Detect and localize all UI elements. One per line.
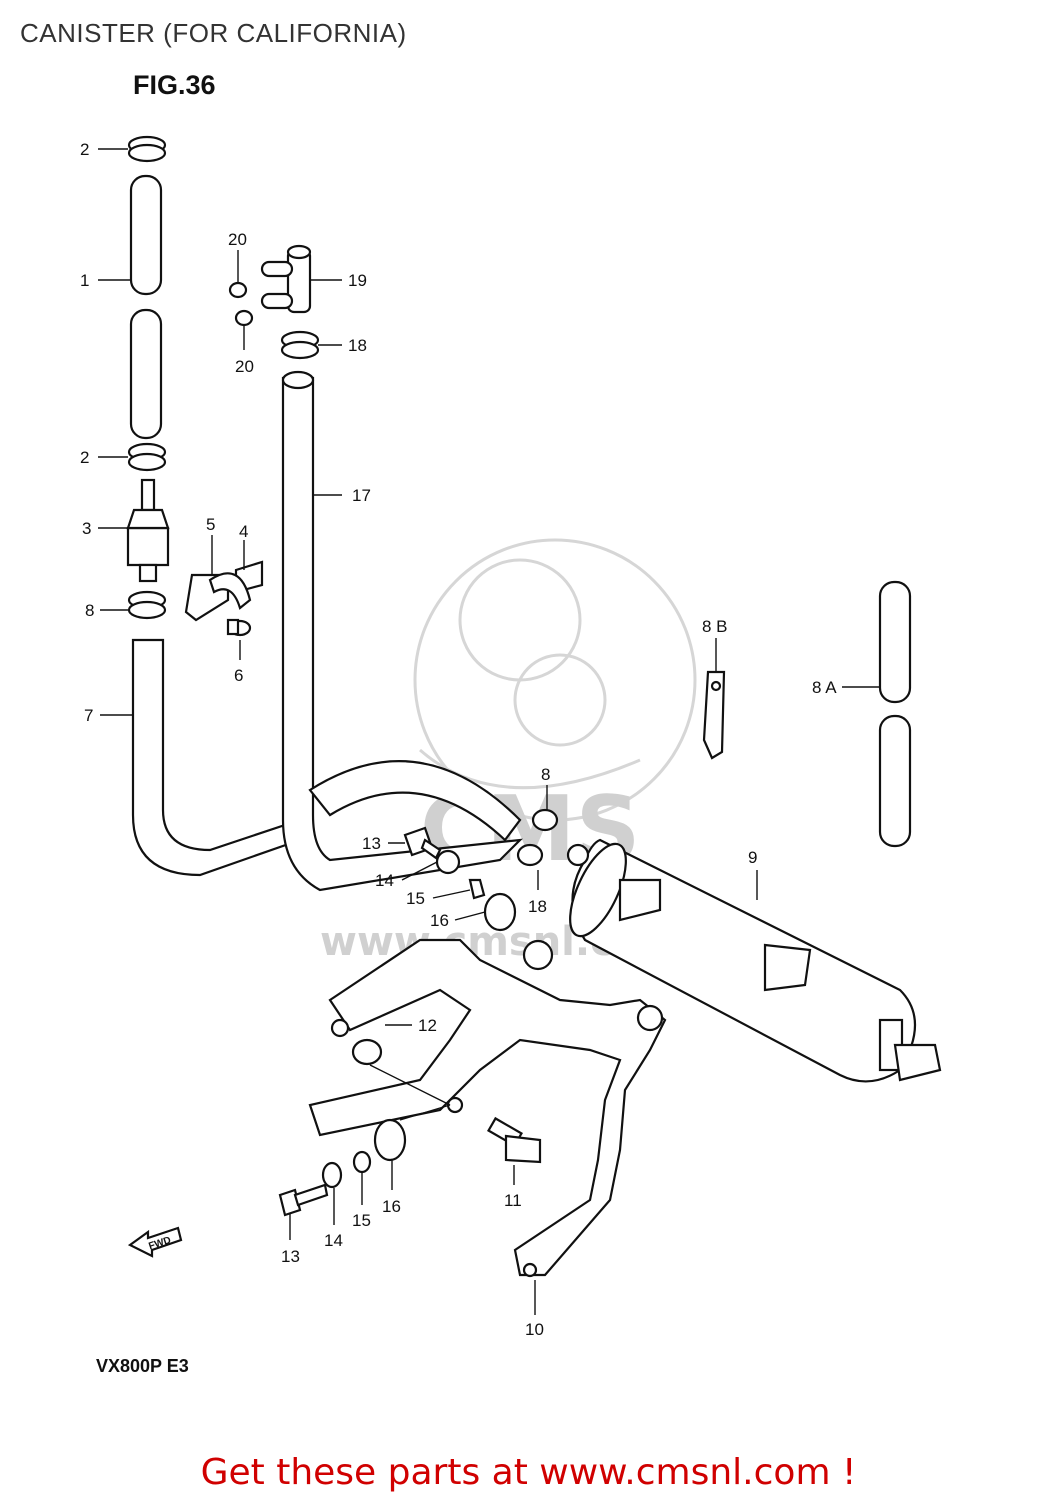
part-17-hose (281, 376, 523, 892)
footer-link[interactable]: Get these parts at www.cmsnl.com ! (200, 1452, 857, 1493)
part-11-bolt (487, 1116, 542, 1164)
callout-8: 8 (541, 765, 550, 784)
callout-1: 1 (80, 271, 89, 290)
callout-14: 14 (375, 871, 394, 890)
part-18-clamp-right (516, 843, 544, 867)
callout-16: 16 (430, 911, 449, 930)
callout-18: 18 (528, 897, 547, 916)
part-15-collar-lower (352, 1150, 372, 1174)
part-18-clamp-top (280, 330, 320, 360)
callout-8: 8 (85, 601, 94, 620)
callout-20: 20 (235, 357, 254, 376)
leader-lines (98, 148, 880, 1315)
part-16-grommet-lower (373, 1118, 407, 1162)
part-2-clamp-top (127, 135, 167, 163)
callout-6: 6 (234, 666, 243, 685)
part-10-bracket (308, 938, 667, 1277)
part-8b-strap (702, 670, 726, 760)
callout-3: 3 (82, 519, 91, 538)
part-12-nut (351, 1038, 383, 1066)
callout-2: 2 (80, 140, 89, 159)
part-13-bolt-lower (278, 1183, 329, 1217)
callout-9: 9 (748, 848, 757, 867)
callout-10: 10 (525, 1320, 544, 1339)
callout-16: 16 (382, 1197, 401, 1216)
callout-13: 13 (362, 834, 381, 853)
part-4-clamp (208, 560, 264, 610)
footer-banner[interactable]: Get these parts at www.cmsnl.com ! (0, 1452, 1057, 1493)
callout-17: 17 (352, 486, 371, 505)
callout-15: 15 (406, 889, 425, 908)
part-7-hose (131, 638, 302, 877)
figure-number: FIG.36 (133, 70, 216, 100)
callout-19: 19 (348, 271, 367, 290)
callout-7: 7 (84, 706, 93, 725)
part-8-clamp-right (531, 808, 559, 832)
callout-18: 18 (348, 336, 367, 355)
parts-diagram: CMS www.cmsnl.com (80, 135, 942, 1339)
part-14-washer-lower (321, 1161, 343, 1189)
callout-8b: 8 B (702, 617, 728, 636)
part-1-hose (129, 174, 163, 440)
part-14-washer-upper (435, 849, 461, 875)
part-15-collar-upper (468, 878, 486, 900)
part-8a-hose (878, 580, 912, 848)
callout-15: 15 (352, 1211, 371, 1230)
callout-4: 4 (239, 522, 248, 541)
callout-5: 5 (206, 515, 215, 534)
callout-11: 11 (504, 1191, 522, 1210)
callout-13: 13 (281, 1247, 300, 1266)
callout-8a: 8 A (812, 678, 837, 697)
model-code: VX800P E3 (96, 1356, 189, 1376)
part-16-grommet-upper (483, 892, 517, 932)
fwd-arrow-icon: FWD (127, 1226, 183, 1258)
part-20-clip (228, 281, 254, 327)
part-6-screw (226, 618, 252, 637)
part-9-canister (566, 838, 942, 1083)
part-19-tee-joint (260, 244, 312, 314)
page-title: CANISTER (FOR CALIFORNIA) (20, 18, 407, 48)
callout-14: 14 (324, 1231, 343, 1250)
callout-2: 2 (80, 448, 89, 467)
callout-20: 20 (228, 230, 247, 249)
part-8-clamp-left (127, 590, 167, 620)
callout-12: 12 (418, 1016, 437, 1035)
part-2-clamp-lower (127, 442, 167, 472)
part-13-bolt-upper (403, 826, 442, 860)
part-3-fuel-filter (126, 478, 170, 583)
